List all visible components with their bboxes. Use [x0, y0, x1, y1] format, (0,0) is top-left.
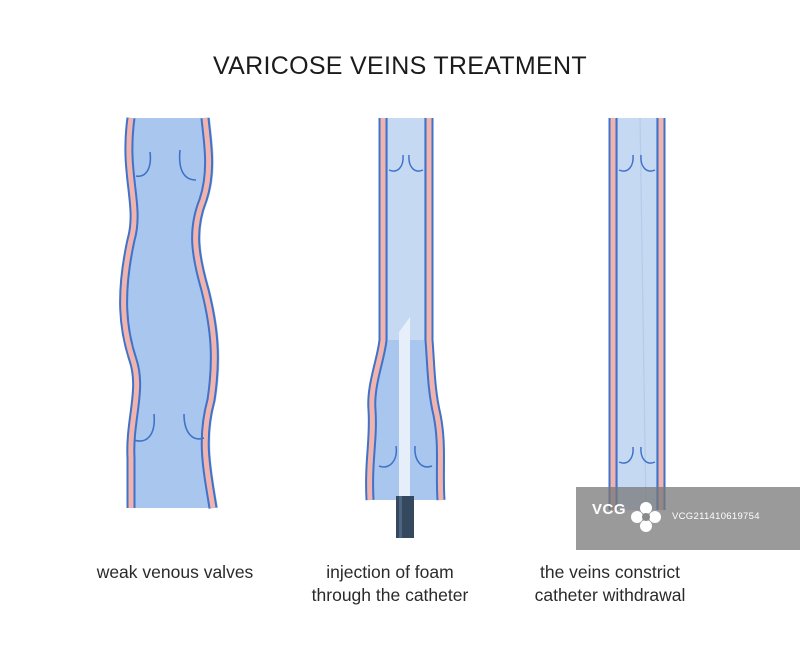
watermark-logo: VCG: [592, 501, 627, 518]
valve-upper-right: [640, 154, 656, 172]
watermark-id: VCG211410619754: [672, 511, 760, 522]
foam-column: [399, 317, 410, 498]
caption-line: through the catheter: [311, 585, 469, 605]
caption-line: weak venous valves: [96, 562, 254, 582]
withdrawn-catheter-track: [639, 117, 647, 511]
varicose-vein-illustration: [119, 117, 220, 509]
watermark: VCG VCG211410619754: [576, 487, 800, 550]
valve-upper-left: [388, 154, 404, 172]
valve-upper-left: [135, 151, 152, 177]
valve-lower-right: [183, 413, 205, 440]
catheter: [396, 496, 414, 538]
valve-upper-right: [408, 154, 424, 172]
valve-lower-right: [640, 446, 656, 464]
valve-lower-left: [618, 446, 634, 464]
constricted-vein-illustration: [608, 117, 666, 511]
valve-upper-right: [178, 149, 197, 181]
caption-line: the veins constrict: [539, 562, 681, 582]
valve-upper-left: [618, 154, 634, 172]
valve-lower-left: [133, 413, 156, 442]
caption-line: catheter withdrawal: [534, 585, 686, 605]
foam-injection-illustration: [365, 118, 446, 538]
caption-veins-constrict: the veins constrict catheter withdrawal: [505, 561, 715, 607]
caption-foam-injection: injection of foam through the catheter: [280, 561, 500, 607]
caption-line: injection of foam: [326, 562, 454, 582]
watermark-flower-icon: [631, 502, 661, 532]
caption-weak-venous-valves: weak venous valves: [60, 561, 290, 584]
valve-lower-right: [414, 445, 433, 468]
page-title: VARICOSE VEINS TREATMENT: [213, 52, 587, 80]
valve-lower-left: [378, 445, 398, 468]
